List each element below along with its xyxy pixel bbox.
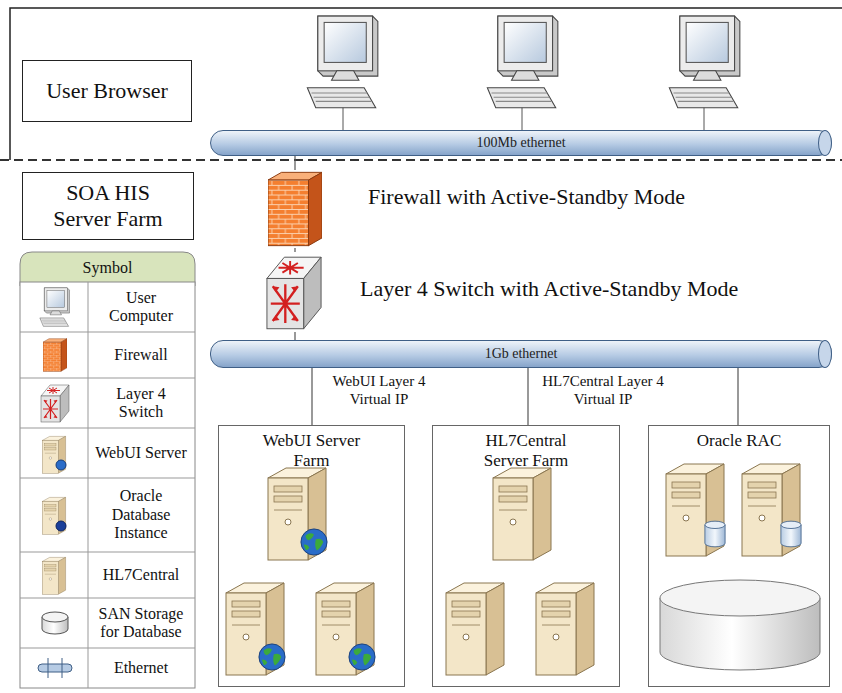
node-text: WebUI Server Farm <box>262 431 362 472</box>
node-text: HL7Central Server Farm <box>469 431 584 472</box>
server-farm-box: Oracle RAC <box>648 425 830 687</box>
switch-node: Layer 4 Switch with Active-Standby Mode <box>265 252 825 332</box>
legend-text: User Computer <box>93 289 189 326</box>
legend-text: Firewall <box>93 346 189 364</box>
network-link <box>527 368 528 425</box>
node-text: SOA HIS Server Farm <box>43 180 173 233</box>
legend-text: HL7Central <box>93 566 189 584</box>
network-link <box>294 332 295 340</box>
node-text: Oracle RAC <box>697 431 782 451</box>
network-link <box>737 368 738 425</box>
node-text: Layer 4 Switch with Active-Standby Mode <box>360 276 825 302</box>
ethernet-bus: 1Gb ethernet <box>210 340 832 368</box>
server-farm-box: WebUI Server Farm <box>218 425 405 687</box>
legend-heading: Symbol <box>20 259 195 277</box>
zone-box: User Browser <box>22 60 192 122</box>
network-link <box>311 368 312 425</box>
legend-text: WebUI Server <box>93 444 189 462</box>
network-link <box>294 156 295 170</box>
node-text: 100Mb ethernet <box>476 135 565 151</box>
legend-text: SAN Storage for Database <box>93 605 189 642</box>
legend-text: Layer 4 Switch <box>93 385 189 422</box>
ethernet-bus: 100Mb ethernet <box>210 130 832 156</box>
legend-text: Oracle Database Instance <box>93 487 189 542</box>
network-link <box>294 248 295 252</box>
legend-text: Ethernet <box>93 659 189 677</box>
server-farm-box: HL7Central Server Farm <box>432 425 620 687</box>
virtual-ip-label: WebUI Layer 4 Virtual IP <box>318 372 440 408</box>
firewall-node: Firewall with Active-Standby Mode <box>268 170 768 248</box>
virtual-ip-label: HL7Central Layer 4 Virtual IP <box>534 372 672 408</box>
node-text: 1Gb ethernet <box>485 346 558 362</box>
node-text: User Browser <box>46 78 168 104</box>
node-text: Firewall with Active-Standby Mode <box>368 184 768 210</box>
zone-box: SOA HIS Server Farm <box>22 172 194 240</box>
